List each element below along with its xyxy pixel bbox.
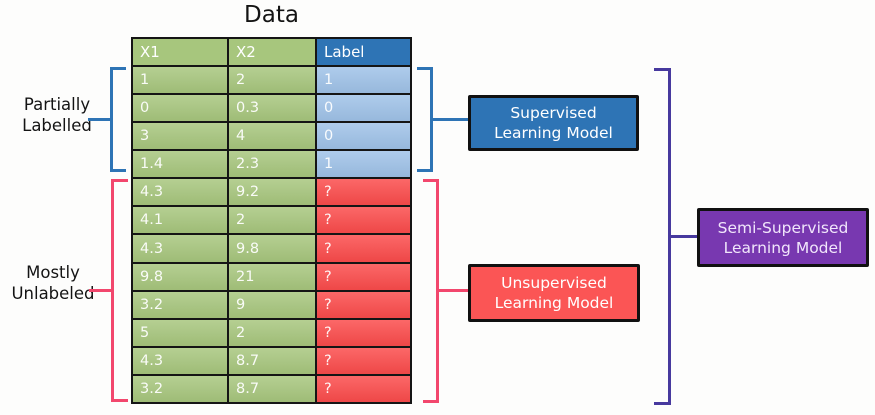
mostly-unlabeled-label: Mostly Unlabeled <box>0 262 106 304</box>
supervised-model-line1: Supervised <box>510 104 597 122</box>
partially-labelled-line2: Labelled <box>22 116 92 135</box>
table-cell-label: 1 <box>315 67 410 94</box>
table-cell-label: 0 <box>315 123 410 150</box>
table-cell-label: 1 <box>315 151 410 178</box>
supervised-model-box: Supervised Learning Model <box>468 95 639 151</box>
table-cell-x2: 4 <box>227 123 315 150</box>
mostly-unlabeled-connector <box>89 289 111 292</box>
table-cell-x1: 3 <box>133 123 227 150</box>
partially-labelled-label: Partially Labelled <box>6 94 108 136</box>
partially-labelled-line1: Partially <box>23 95 91 114</box>
unsupervised-model-box: Unsupervised Learning Model <box>468 264 640 322</box>
table-cell-label: ? <box>315 291 410 318</box>
table-header-row: X1 X2 Label <box>133 39 410 65</box>
table-cell-x2: 0.3 <box>227 95 315 122</box>
table-cell-x1: 3.2 <box>133 291 227 318</box>
table-cell-x1: 0 <box>133 95 227 122</box>
header-cell-x1: X1 <box>133 39 227 65</box>
table-cell-x2: 2 <box>227 67 315 94</box>
table-cell-label: ? <box>315 347 410 374</box>
table-cell-x2: 9.2 <box>227 179 315 206</box>
table-cell-x1: 4.1 <box>133 207 227 234</box>
table-cell-x2: 9.8 <box>227 235 315 262</box>
semi-supervised-connector <box>671 235 697 238</box>
mostly-unlabeled-line1: Mostly <box>26 263 80 282</box>
table-cell-label: ? <box>315 179 410 206</box>
semi-supervised-model-box: Semi-Supervised Learning Model <box>697 208 869 267</box>
semi-supervised-model-line2: Learning Model <box>723 238 843 257</box>
table-cell-x2: 21 <box>227 263 315 290</box>
mostly-unlabeled-bracket <box>111 179 128 402</box>
table-cell-label: 0 <box>315 95 410 122</box>
unsupervised-model-line2: Learning Model <box>494 294 614 312</box>
supervised-bracket <box>417 67 433 172</box>
table-cell-label: ? <box>315 375 410 402</box>
table-cell-x1: 4.3 <box>133 235 227 262</box>
table-cell-x1: 1.4 <box>133 151 227 178</box>
header-cell-x2: X2 <box>227 39 315 65</box>
unsupervised-model-line1: Unsupervised <box>501 274 607 292</box>
table-cell-x2: 2 <box>227 319 315 346</box>
table-cell-label: ? <box>315 319 410 346</box>
unsupervised-connector <box>439 289 468 292</box>
table-cell-label: ? <box>315 235 410 262</box>
table-cell-x2: 2 <box>227 207 315 234</box>
table-cell-label: ? <box>315 263 410 290</box>
mostly-unlabeled-line2: Unlabeled <box>11 284 95 303</box>
semi-supervised-model-line1: Semi-Supervised <box>717 218 849 237</box>
page-title: Data <box>244 2 299 28</box>
table-cell-x1: 5 <box>133 319 227 346</box>
table-cell-x2: 2.3 <box>227 151 315 178</box>
table-cell-x1: 4.3 <box>133 179 227 206</box>
table-cell-x2: 9 <box>227 291 315 318</box>
partially-labelled-bracket <box>110 67 126 172</box>
table-cell-x2: 8.7 <box>227 347 315 374</box>
table-cell-x1: 9.8 <box>133 263 227 290</box>
table-cell-x2: 8.7 <box>227 375 315 402</box>
header-cell-label: Label <box>315 39 410 65</box>
supervised-connector <box>433 118 468 121</box>
supervised-model-line2: Learning Model <box>494 124 613 142</box>
unsupervised-bracket <box>423 179 439 403</box>
table-cell-x1: 3.2 <box>133 375 227 402</box>
table-cell-x1: 1 <box>133 67 227 94</box>
table-cell-label: ? <box>315 207 410 234</box>
table-cell-x1: 4.3 <box>133 347 227 374</box>
semi-supervised-bracket <box>654 68 671 405</box>
partially-labelled-connector <box>88 118 110 121</box>
